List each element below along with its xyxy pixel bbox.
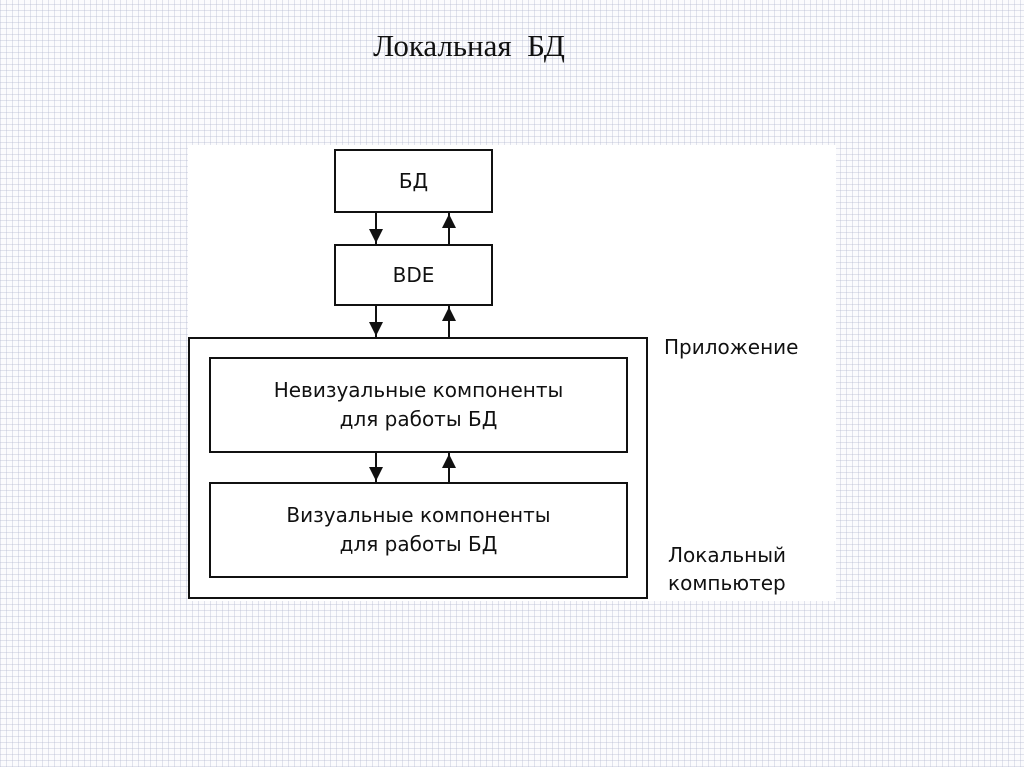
down-arrowhead-icon [369,229,383,243]
visual-components-line1: Визуальные компоненты [286,503,551,527]
local-computer-line2: компьютер [668,571,786,595]
db-bde-connector [369,213,456,244]
up-arrowhead-icon [442,454,456,468]
local-computer-label: Локальный компьютер [668,541,786,597]
slide-title: Локальная БД [373,28,565,63]
up-arrowhead-icon [442,307,456,321]
nonvisual-components-box: Невизуальные компоненты для работы БД [209,357,628,453]
down-arrowhead-icon [369,467,383,481]
db-box: БД [334,149,493,213]
bde-application-connector [369,306,456,337]
nonvisual-visual-connector [369,453,456,482]
local-computer-line1: Локальный [668,543,787,567]
application-label: Приложение [664,335,799,359]
bde-box: BDE [334,244,493,306]
db-box-label: БД [398,168,429,193]
nonvisual-components-line2: для работы БД [339,407,498,431]
visual-components-box: Визуальные компоненты для работы БД [209,482,628,578]
bde-box-label: BDE [392,262,435,287]
up-arrowhead-icon [442,214,456,228]
visual-components-line2: для работы БД [339,532,498,556]
nonvisual-components-line1: Невизуальные компоненты [273,378,564,402]
down-arrowhead-icon [369,322,383,336]
